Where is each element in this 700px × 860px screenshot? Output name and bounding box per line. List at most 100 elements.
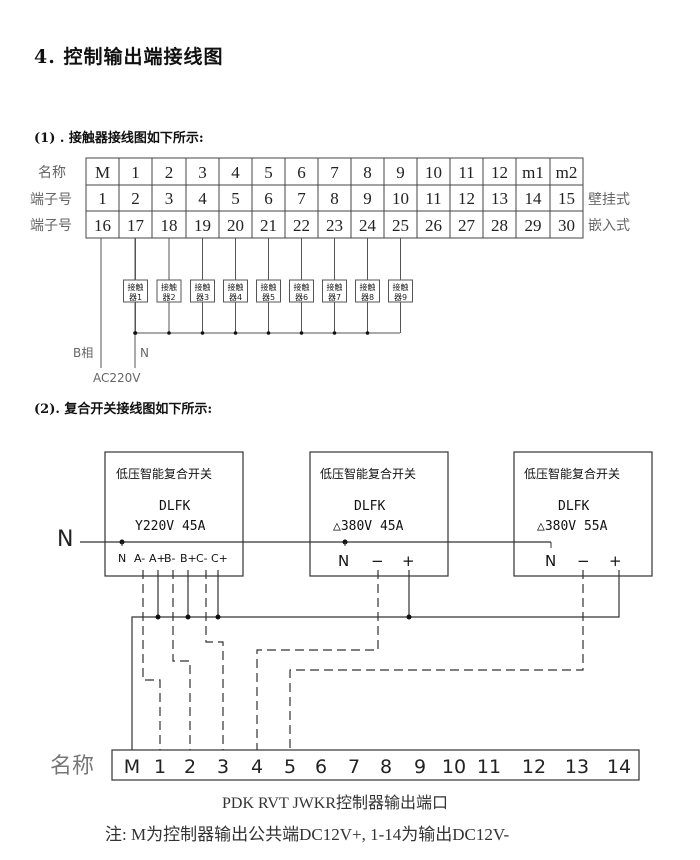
wall-terminal-cell: 3 xyxy=(165,189,174,208)
name-cell: 3 xyxy=(198,163,207,182)
output-terminal-11: 11 xyxy=(477,756,501,778)
wall-terminal-cell: 12 xyxy=(458,189,475,208)
control-wires xyxy=(142,570,584,750)
embedded-terminal-cell: 23 xyxy=(326,216,343,235)
embedded-terminal-cell: 18 xyxy=(161,216,178,235)
terminal-n: N xyxy=(338,552,349,570)
switch-rating: △380V 55A xyxy=(537,519,608,534)
terminal-minus: − xyxy=(577,552,590,570)
switch-model: DLFK xyxy=(558,499,589,514)
contactor-label-top: 接触 xyxy=(393,282,409,292)
embedded-terminal-cell: 26 xyxy=(425,216,442,235)
switch-box xyxy=(309,451,449,577)
m-common-wire xyxy=(131,570,620,750)
contactor-label-top: 接触 xyxy=(360,282,376,292)
contactor-label-bottom: 器6 xyxy=(295,293,308,302)
n-bus-label: N xyxy=(57,527,73,552)
contactor-label-bottom: 器4 xyxy=(229,293,242,302)
name-cell: 5 xyxy=(264,163,273,182)
output-bar-label: 名称 xyxy=(50,754,94,779)
name-cell: 9 xyxy=(396,163,405,182)
contactor-label-top: 接触 xyxy=(327,282,343,292)
ac220v-label: AC220V xyxy=(93,371,141,385)
output-terminal-2: 2 xyxy=(184,756,196,778)
output-terminal-5: 5 xyxy=(284,756,296,778)
junction-dot xyxy=(215,614,221,620)
junction-dot xyxy=(233,331,238,335)
c-minus-to-output-3 xyxy=(205,570,224,750)
wall-terminal-cell: 4 xyxy=(198,189,207,208)
wall-terminal-cell: 15 xyxy=(558,189,575,208)
contactor-label-bottom: 器1 xyxy=(129,293,142,302)
composite-switch-1: 低压智能复合开关 DLFK Y220V 45A N A- A+ B- B+ C-… xyxy=(104,451,244,577)
embedded-terminal-cell: 27 xyxy=(458,216,476,235)
junction-dot xyxy=(332,331,337,335)
row-suffix-embedded: 嵌入式 xyxy=(588,218,630,234)
switch3-minus-to-output-5 xyxy=(289,570,584,750)
embedded-terminal-cell: 16 xyxy=(94,216,111,235)
wall-terminal-cell: 7 xyxy=(297,189,306,208)
a-minus-to-output-1 xyxy=(142,570,161,750)
terminal-a-plus: A+ xyxy=(149,552,166,565)
controller-caption: PDK RVT JWKR控制器输出端口 xyxy=(222,794,448,812)
terminal-minus: − xyxy=(371,552,384,570)
terminal-n: N xyxy=(545,552,556,570)
output-terminal-14: 14 xyxy=(607,756,631,778)
wall-terminal-cell: 11 xyxy=(425,189,441,208)
output-terminal-9: 9 xyxy=(414,756,426,778)
switch-name: 低压智能复合开关 xyxy=(524,466,620,481)
contactor-label-top: 接触 xyxy=(294,282,310,292)
name-cell: 10 xyxy=(425,163,442,182)
composite-switch-3: 低压智能复合开关 DLFK △380V 55A N − + xyxy=(513,451,653,577)
junction-dot xyxy=(406,614,412,620)
wall-terminal-cell: 2 xyxy=(131,189,140,208)
wall-terminal-cell: 8 xyxy=(330,189,339,208)
section-heading: 4. 控制输出端接线图 xyxy=(34,46,224,68)
output-terminal-12: 12 xyxy=(522,756,546,778)
embedded-terminal-cell: 25 xyxy=(392,216,409,235)
switch-box xyxy=(104,451,244,577)
terminal-a-minus: A- xyxy=(134,552,145,565)
embedded-terminal-cell: 21 xyxy=(260,216,277,235)
switch-name: 低压智能复合开关 xyxy=(320,466,416,481)
embedded-terminal-cell: 19 xyxy=(194,216,211,235)
wall-terminal-cell: 1 xyxy=(98,189,107,208)
terminal-plus: + xyxy=(402,552,415,570)
name-cell: 1 xyxy=(131,163,140,182)
output-terminal-M: M xyxy=(124,756,140,778)
contactor-label-top: 接触 xyxy=(261,282,277,292)
contactor-label-top: 接触 xyxy=(228,282,244,292)
junction-dot xyxy=(266,331,271,335)
terminal-plus: + xyxy=(609,552,622,570)
wall-terminal-cell: 13 xyxy=(491,189,508,208)
junction-dot xyxy=(299,331,304,335)
terminal-b-minus: B- xyxy=(164,552,176,565)
wall-terminal-cell: 6 xyxy=(264,189,273,208)
wall-terminal-cell: 14 xyxy=(525,189,543,208)
output-terminal-13: 13 xyxy=(565,756,589,778)
name-cell: m1 xyxy=(522,163,544,182)
contactor-label-bottom: 器5 xyxy=(262,293,275,302)
switch-rating: △380V 45A xyxy=(333,519,404,534)
output-terminal-7: 7 xyxy=(348,756,360,778)
composite-switch-section-title: (2). 复合开关接线图如下所示: xyxy=(34,402,213,417)
terminal-c-minus: C- xyxy=(196,552,208,565)
output-terminal-6: 6 xyxy=(315,756,327,778)
name-cell: M xyxy=(95,163,110,182)
name-cell: 4 xyxy=(231,163,240,182)
wall-terminal-cell: 10 xyxy=(392,189,409,208)
terminal-b-plus: B+ xyxy=(180,552,197,565)
contactor-label-bottom: 器3 xyxy=(196,293,209,302)
controller-note: 注: M为控制器输出公共端DC12V+, 1-14为输出DC12V- xyxy=(105,825,510,844)
output-terminal-10: 10 xyxy=(442,756,466,778)
neutral-label: N xyxy=(140,346,149,360)
contactor-section-title: (1) . 接触器接线图如下所示: xyxy=(34,131,204,146)
output-terminal-4: 4 xyxy=(251,756,263,778)
contactor-label-bottom: 器2 xyxy=(162,293,175,302)
name-cell: m2 xyxy=(556,163,578,182)
b-minus-to-output-2 xyxy=(172,570,191,750)
junction-dot xyxy=(155,614,161,620)
junction-dot xyxy=(167,331,171,335)
junction-dot xyxy=(185,614,191,620)
